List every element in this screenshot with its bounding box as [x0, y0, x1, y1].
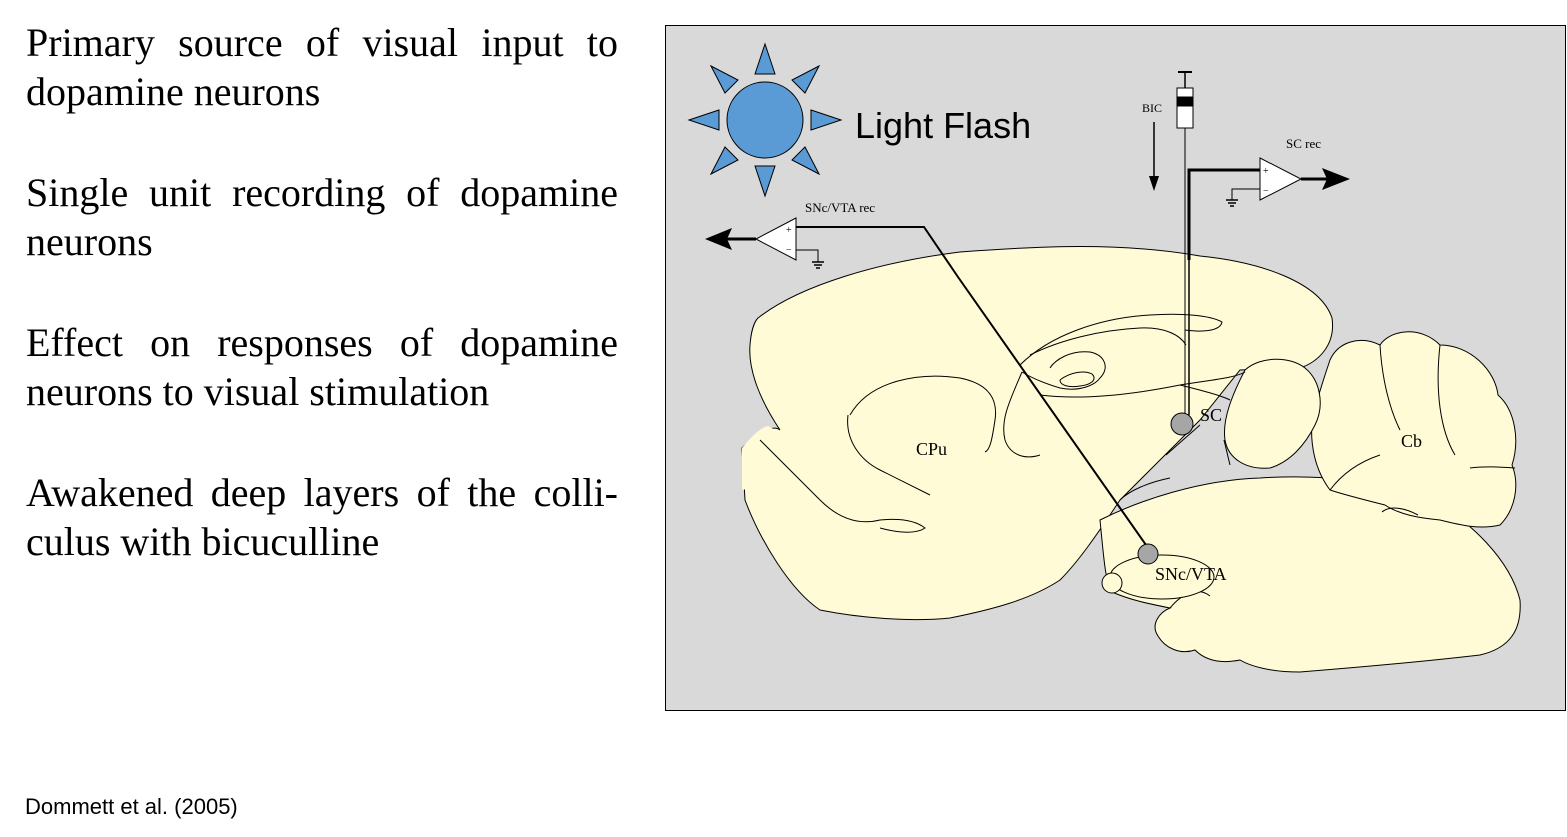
bullet-visual-stimulation-effect: Effect on responses of dopamine neurons …: [26, 320, 618, 414]
snc-vta-label: SNc/VTA: [1155, 564, 1227, 584]
svg-text:−: −: [786, 245, 792, 256]
bullet-list: Primary source of visual input to dopami…: [26, 18, 618, 618]
citation: Dommett et al. (2005): [25, 794, 238, 819]
snc-vta-electrode-tip: [1137, 543, 1159, 565]
cpu-label: CPu: [916, 439, 947, 459]
snc-vta-amplifier: + −: [705, 217, 824, 269]
small-nucleus: [1101, 572, 1123, 594]
snc-vta-nucleus: [1101, 554, 1215, 600]
internal-contours: [759, 313, 1516, 609]
bullet-visual-input: Primary source of visual input to dopami…: [26, 20, 618, 114]
bic-label: BIC: [1142, 101, 1162, 115]
olfactory-bulb: [742, 426, 835, 490]
tectum-outline: [1223, 358, 1321, 469]
sc-electrode-tip: [1170, 412, 1194, 436]
sc-label: SC: [1200, 405, 1222, 425]
sc-rec-label: SC rec: [1286, 136, 1321, 151]
cerebellum-outline: [1311, 331, 1517, 528]
bullet-bicuculline: Awakened deep layers of the colli-culus …: [26, 470, 618, 564]
svg-text:+: +: [786, 225, 792, 236]
snc-vta-electrode: [796, 226, 1147, 546]
svg-text:−: −: [1263, 186, 1269, 197]
experiment-diagram: + − + −: [665, 25, 1566, 711]
bic-arrow: [1149, 122, 1159, 191]
snc-vta-rec-label: SNc/VTA rec: [805, 200, 875, 215]
light-flash-label: Light Flash: [855, 105, 1031, 146]
sun-icon: [687, 42, 843, 198]
bullet-single-unit-recording: Single unit recording of dopamine neuron…: [26, 170, 618, 264]
cb-label: Cb: [1401, 431, 1422, 451]
svg-text:+: +: [1263, 166, 1269, 177]
sc-amplifier: + −: [1187, 157, 1350, 260]
